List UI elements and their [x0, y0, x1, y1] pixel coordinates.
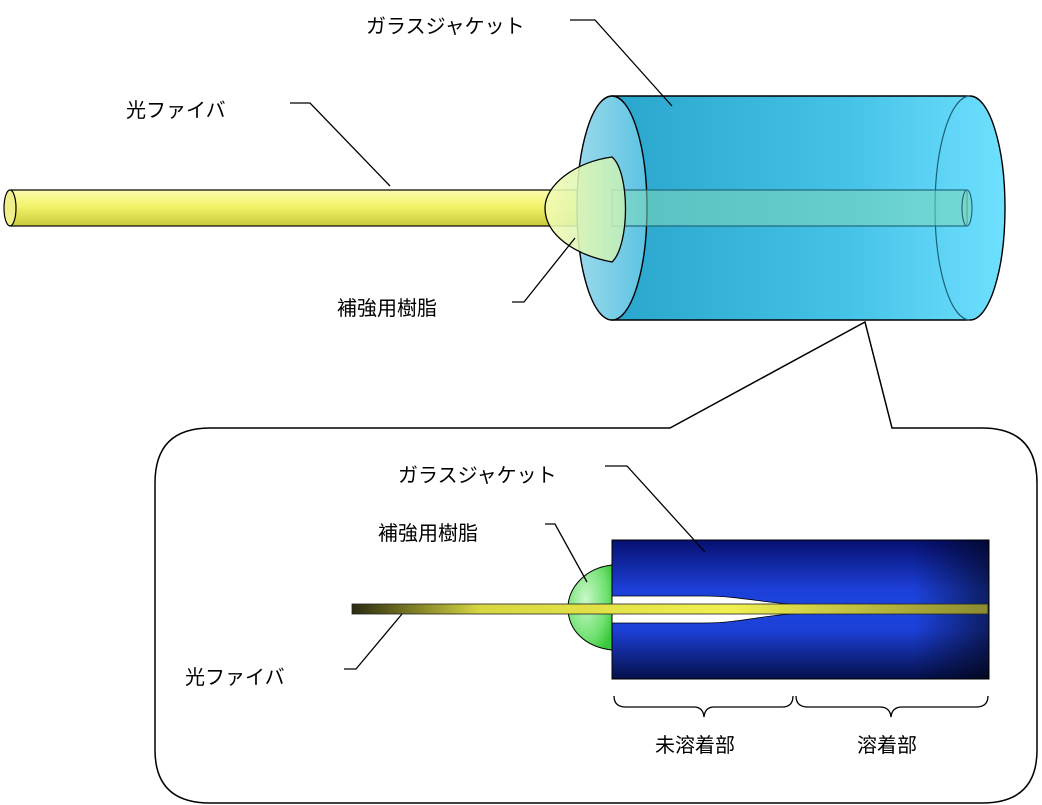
label-unfused-section: 未溶着部 [655, 733, 735, 757]
label-top-jacket: ガラスジャケット [366, 14, 525, 38]
leader-top-fiber [290, 102, 391, 187]
label-detail-fiber: 光ファイバ [185, 665, 285, 689]
leader-detail-resin [545, 523, 588, 583]
label-detail-jacket: ガラスジャケット [398, 463, 557, 487]
callout-bubble [154, 320, 1038, 804]
label-fused-section: 溶着部 [857, 733, 917, 757]
leader-top-resin [512, 237, 576, 303]
top-illustration: ガラスジャケット 光ファイバ 補強用樹脂 [3, 14, 1006, 321]
detail-fiber [351, 603, 989, 615]
top-fiber [3, 189, 611, 227]
top-glass-jacket [576, 95, 1006, 321]
leader-detail-fiber [344, 613, 403, 670]
label-top-fiber: 光ファイバ [126, 98, 226, 122]
label-top-resin: 補強用樹脂 [337, 296, 437, 320]
detail-section: ガラスジャケット 補強用樹脂 光ファイバ 未溶着部 溶着部 [185, 463, 990, 757]
label-detail-resin: 補強用樹脂 [378, 521, 478, 545]
brace-unfused [613, 695, 794, 718]
leader-top-jacket [570, 19, 673, 107]
brace-fused [795, 695, 989, 718]
leader-detail-jacket [605, 465, 706, 553]
top-resin [544, 156, 627, 263]
